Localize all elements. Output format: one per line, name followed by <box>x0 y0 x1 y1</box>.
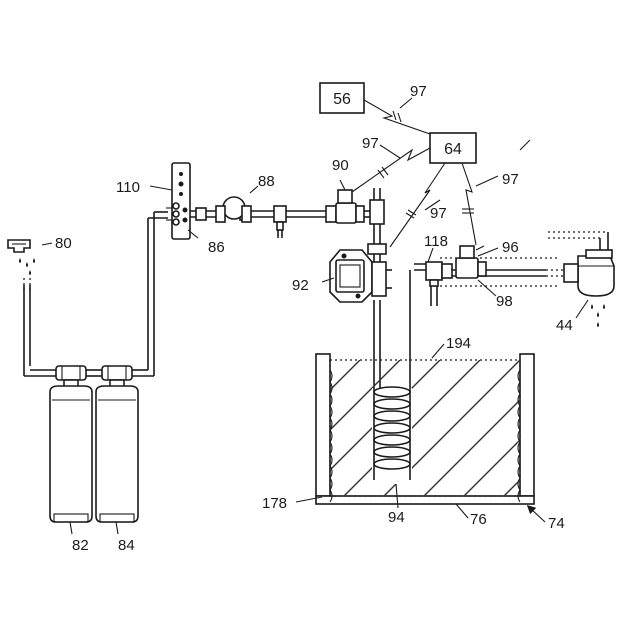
supply-pipe <box>24 278 60 376</box>
filter-connector <box>86 370 102 376</box>
ice-hatching <box>300 360 640 510</box>
controller-56-box: 56 <box>320 83 364 113</box>
solenoid-valve-96 <box>456 246 486 278</box>
label-86: 86 <box>208 239 225 256</box>
filter-82 <box>50 366 92 522</box>
cooling-coil-94 <box>372 380 412 484</box>
label-84: 84 <box>118 537 135 554</box>
label-94: 94 <box>388 509 405 526</box>
controller-56-label: 56 <box>333 91 351 108</box>
label-44: 44 <box>556 317 573 334</box>
wireless-link-64-96 <box>462 163 498 245</box>
label-118: 118 <box>424 233 448 250</box>
controller-64-box: 64 <box>430 133 476 163</box>
flow-meter-88 <box>216 186 258 222</box>
filtered-water-pipe <box>132 212 168 376</box>
faucet-80 <box>8 240 52 275</box>
controller-64-label: 64 <box>444 141 462 158</box>
label-82: 82 <box>72 537 89 554</box>
label-90: 90 <box>332 157 349 174</box>
label-97-top: 97 <box>410 83 427 100</box>
label-178: 178 <box>262 495 287 512</box>
manifold-110 <box>166 163 190 239</box>
label-97-lower: 97 <box>430 205 447 222</box>
label-96: 96 <box>502 239 519 256</box>
solenoid-valve-90 <box>326 180 372 223</box>
label-92: 92 <box>292 277 309 294</box>
pump-92 <box>330 250 392 302</box>
filter-84 <box>96 366 138 522</box>
label-97-mid: 97 <box>362 135 379 152</box>
ice-bank-tank-74 <box>300 354 640 510</box>
label-74: 74 <box>548 515 565 532</box>
label-88: 88 <box>258 173 275 190</box>
label-98: 98 <box>496 293 513 310</box>
dispenser-44 <box>548 232 614 327</box>
wireless-link-64-90 <box>352 145 430 192</box>
label-194: 194 <box>446 335 471 352</box>
wireless-link-56-64 <box>364 98 430 134</box>
label-76: 76 <box>470 511 487 528</box>
main-pipe <box>190 206 326 238</box>
label-97-right: 97 <box>502 171 519 188</box>
label-110: 110 <box>116 179 140 196</box>
label-80: 80 <box>55 235 72 252</box>
valve-118 <box>426 262 452 306</box>
